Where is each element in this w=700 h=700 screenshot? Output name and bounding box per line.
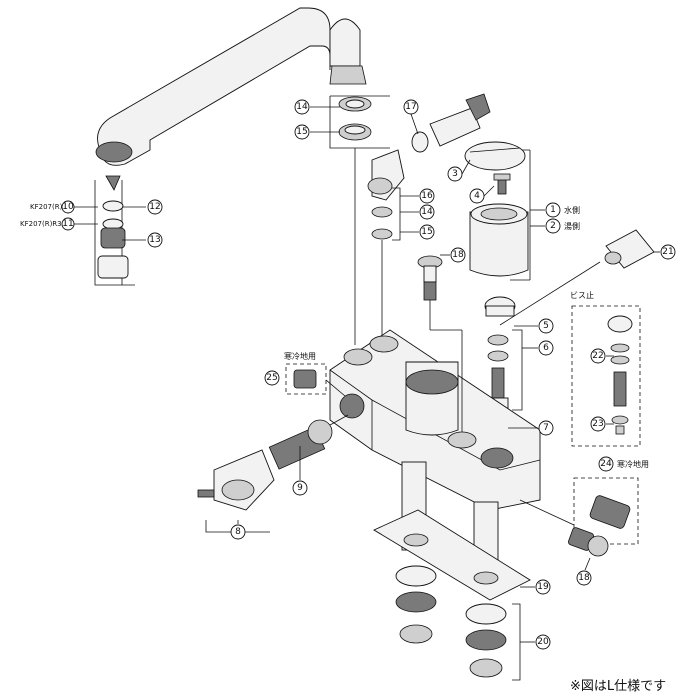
svg-text:2: 2 [550, 221, 556, 231]
callout-6: 6 [538, 340, 554, 356]
svg-text:17: 17 [405, 102, 416, 112]
faucet-body [329, 329, 541, 511]
callout-8: 8 [230, 524, 246, 540]
valve-24 [589, 495, 631, 529]
svg-text:15: 15 [296, 127, 307, 137]
screw-8 [197, 489, 215, 498]
callout-18-upper: 18 [450, 247, 466, 263]
callout-2: 2 [545, 218, 561, 234]
valve-18-lower [568, 527, 609, 557]
callout-15-lower: 15 [419, 224, 435, 240]
label-hot-side: 湯側 [564, 221, 580, 231]
spout [95, 7, 367, 166]
svg-text:9: 9 [297, 483, 303, 493]
svg-text:8: 8 [235, 527, 241, 537]
cartridge-21 [604, 229, 655, 269]
svg-text:18: 18 [578, 573, 590, 583]
callout-20: 20 [535, 634, 551, 650]
svg-text:4: 4 [474, 191, 480, 201]
washer-15-lower [371, 228, 393, 240]
callout-9: 9 [292, 480, 308, 496]
label-cold-region-25: 寒冷地用 [284, 351, 316, 361]
screw-stop-parts [607, 315, 633, 435]
cap-5 [484, 296, 516, 317]
callout-22: 22 [590, 348, 606, 364]
washers-nuts [395, 565, 507, 678]
callout-16: 16 [419, 188, 435, 204]
callout-5: 5 [538, 318, 554, 334]
callout-11: 11 [61, 217, 75, 231]
callout-12: 12 [147, 199, 163, 215]
washer-14-lower [371, 206, 393, 218]
svg-text:10: 10 [62, 202, 74, 212]
upper-washer-14 [338, 96, 372, 112]
svg-text:23: 23 [592, 419, 603, 429]
svg-text:21: 21 [662, 247, 673, 257]
label-cold-region-24: 寒冷地用 [617, 459, 649, 469]
svg-text:24: 24 [600, 459, 612, 469]
callout-14-lower: 14 [419, 204, 435, 220]
connector-17 [411, 93, 491, 153]
svg-text:14: 14 [296, 102, 308, 112]
label-water-side: 水側 [564, 205, 580, 215]
callout-24: 24 [598, 456, 614, 472]
label-kf207r3: KF207(R)R3 [20, 220, 62, 228]
leader-lines [122, 106, 660, 643]
svg-text:3: 3 [452, 169, 458, 179]
svg-text:19: 19 [537, 582, 549, 592]
svg-text:6: 6 [543, 343, 549, 353]
callout-23: 23 [590, 416, 606, 432]
handle-body [469, 203, 529, 277]
handle-screw-4 [493, 173, 511, 195]
callout-7: 7 [538, 420, 554, 436]
lever-handle-8 [213, 449, 275, 511]
svg-text:16: 16 [421, 191, 433, 201]
svg-text:7: 7 [543, 423, 549, 433]
valve-18-top [417, 255, 443, 301]
handle-cap-3 [464, 141, 526, 171]
svg-text:18: 18 [452, 250, 464, 260]
upper-washer-15 [338, 123, 372, 141]
svg-text:13: 13 [149, 235, 160, 245]
callout-17: 17 [403, 99, 419, 115]
callout-4: 4 [469, 188, 485, 204]
svg-text:15: 15 [421, 227, 432, 237]
callout-18-lower: 18 [576, 570, 592, 586]
svg-text:14: 14 [421, 207, 433, 217]
svg-text:1: 1 [550, 205, 556, 215]
svg-text:25: 25 [266, 373, 277, 383]
svg-text:22: 22 [592, 351, 603, 361]
aerator-parts [97, 175, 129, 279]
callout-10: 10 [61, 200, 75, 214]
label-kf207r: KF207(R) [30, 203, 63, 211]
callout-14-upper: 14 [294, 99, 310, 115]
footnote: ※図はL仕様です [570, 679, 666, 694]
plug-25 [293, 369, 317, 389]
callout-15-upper: 15 [294, 124, 310, 140]
svg-text:20: 20 [537, 637, 549, 647]
svg-text:11: 11 [62, 219, 73, 229]
label-screw-stop: ビス止 [570, 290, 594, 300]
mounting-plate-19 [373, 509, 531, 601]
callout-25: 25 [264, 370, 280, 386]
svg-text:5: 5 [543, 321, 549, 331]
callout-19: 19 [535, 579, 551, 595]
callout-13: 13 [147, 232, 163, 248]
callout-1: 1 [545, 202, 561, 218]
cartridge-9 [268, 419, 333, 470]
callout-3: 3 [447, 166, 463, 182]
elbow-16 [367, 149, 405, 201]
svg-text:12: 12 [149, 202, 160, 212]
callout-21: 21 [660, 244, 676, 260]
